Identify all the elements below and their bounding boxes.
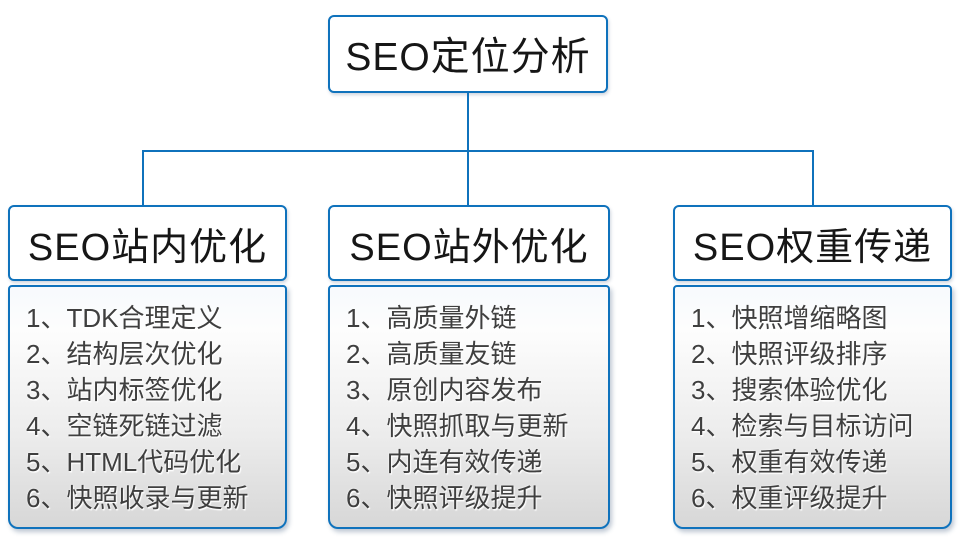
list-item: 5、权重有效传递 <box>691 447 888 477</box>
branch-body-offsite: 1、高质量外链 2、高质量友链 3、原创内容发布 4、快照抓取与更新 5、内连有… <box>328 285 610 529</box>
list-item: 1、TDK合理定义 <box>26 303 223 333</box>
list-item: 6、快照评级提升 <box>346 483 543 513</box>
list-item: 4、空链死链过滤 <box>26 411 223 441</box>
list-item: 3、搜索体验优化 <box>691 375 888 405</box>
list-item: 6、权重评级提升 <box>691 483 888 513</box>
branch-body-weight: 1、快照增缩略图 2、快照评级排序 3、搜索体验优化 4、检索与目标访问 5、权… <box>673 285 952 529</box>
connector-horizontal <box>142 150 814 152</box>
list-item: 2、高质量友链 <box>346 339 517 369</box>
connector-drop-right <box>812 150 814 205</box>
branch-title-offsite: SEO站外优化 <box>349 226 589 269</box>
branch-header-weight: SEO权重传递 <box>673 205 952 281</box>
branch-title-weight: SEO权重传递 <box>692 226 933 269</box>
list-item: 2、结构层次优化 <box>26 339 223 369</box>
list-item: 4、快照抓取与更新 <box>346 411 569 441</box>
branch-body-onsite: 1、TDK合理定义 2、结构层次优化 3、站内标签优化 4、空链死链过滤 5、H… <box>8 285 287 529</box>
list-item: 1、高质量外链 <box>346 303 517 333</box>
connector-drop-middle <box>467 150 469 205</box>
list-item: 4、检索与目标访问 <box>691 411 914 441</box>
branch-title-onsite: SEO站内优化 <box>27 226 268 269</box>
list-item: 6、快照收录与更新 <box>26 483 249 513</box>
root-node: SEO定位分析 <box>328 15 608 93</box>
branch-header-onsite: SEO站内优化 <box>8 205 287 281</box>
branch-header-offsite: SEO站外优化 <box>328 205 610 281</box>
list-item: 5、HTML代码优化 <box>26 447 242 477</box>
list-item: 2、快照评级排序 <box>691 339 888 369</box>
list-item: 1、快照增缩略图 <box>691 303 888 333</box>
list-item: 3、原创内容发布 <box>346 375 543 405</box>
list-item: 5、内连有效传递 <box>346 447 543 477</box>
list-item: 3、站内标签优化 <box>26 375 223 405</box>
connector-root-drop <box>467 93 469 151</box>
root-node-title: SEO定位分析 <box>345 36 591 79</box>
connector-drop-left <box>142 150 144 205</box>
